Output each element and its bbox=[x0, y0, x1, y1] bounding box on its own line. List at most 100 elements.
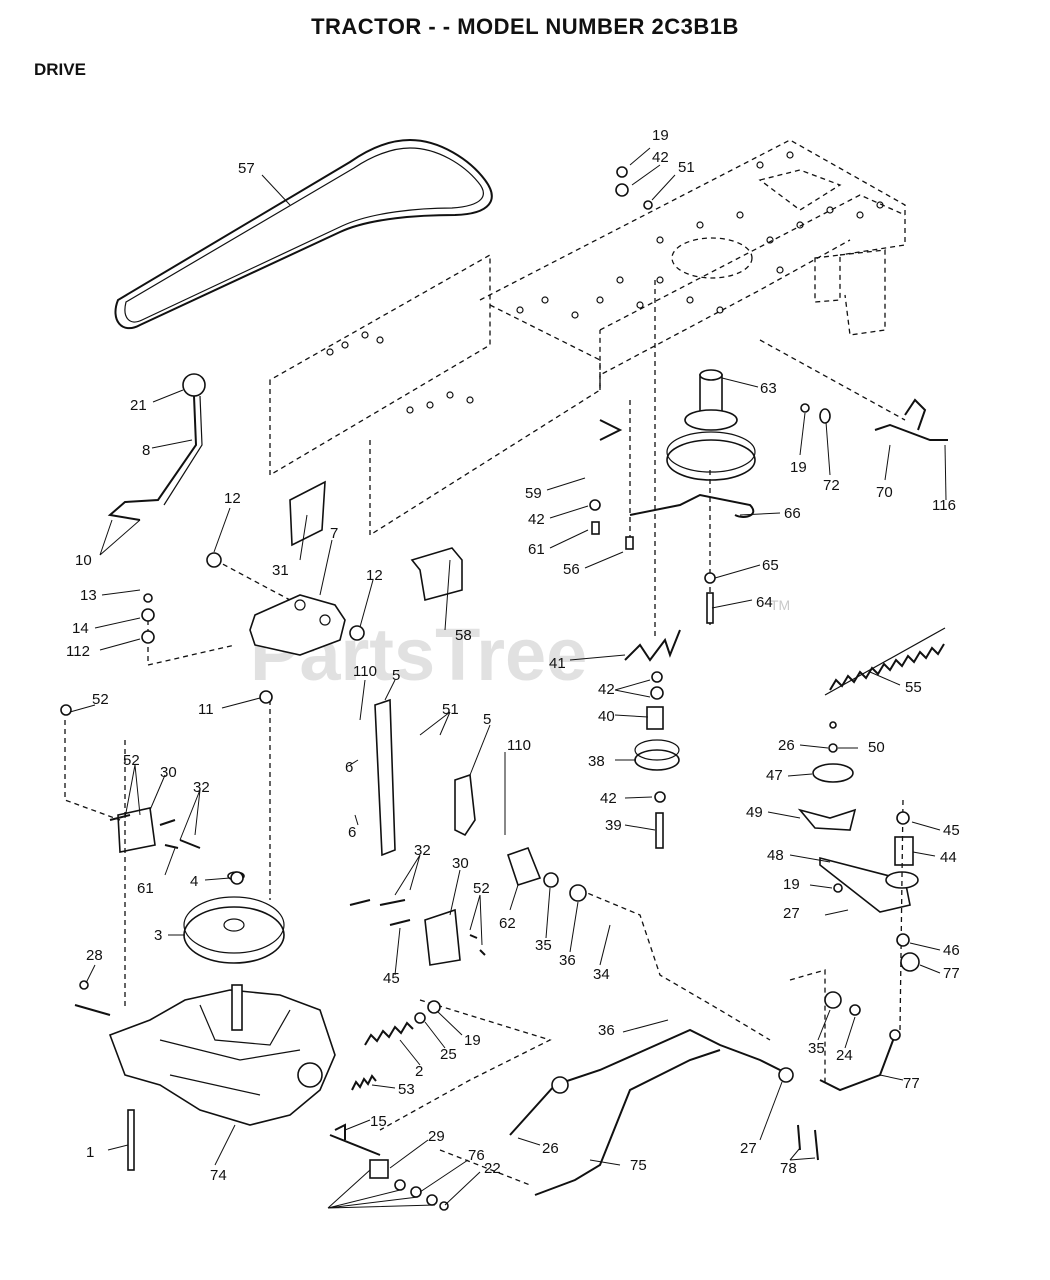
bracket-5-right bbox=[454, 773, 476, 837]
pulley-63 bbox=[666, 369, 756, 481]
callout: 30 bbox=[452, 855, 469, 872]
callout: 27 bbox=[740, 1140, 757, 1157]
callout: 53 bbox=[398, 1081, 415, 1098]
callout: 39 bbox=[605, 817, 622, 834]
callout: 19 bbox=[790, 459, 807, 476]
spring-25 bbox=[364, 1021, 414, 1046]
callout: 12 bbox=[224, 490, 241, 507]
callout: 5 bbox=[392, 667, 400, 684]
callout: 35 bbox=[535, 937, 552, 954]
callout: 27 bbox=[783, 905, 800, 922]
callout: 74 bbox=[210, 1167, 227, 1184]
callout: 42 bbox=[598, 681, 615, 698]
callout: 19 bbox=[652, 127, 669, 144]
callout: 42 bbox=[528, 511, 545, 528]
rod-53 bbox=[819, 1034, 896, 1092]
callout: 61 bbox=[137, 880, 154, 897]
bushing-29 bbox=[551, 1076, 569, 1094]
page-title: TRACTOR - - MODEL NUMBER 2C3B1B bbox=[311, 14, 739, 39]
callout: 72 bbox=[823, 477, 840, 494]
callout: 49 bbox=[746, 804, 763, 821]
callout: 50 bbox=[868, 739, 885, 756]
callout: 77 bbox=[943, 965, 960, 982]
callout: 36 bbox=[559, 952, 576, 969]
plate-30-left bbox=[117, 807, 156, 853]
callout: 7 bbox=[330, 525, 338, 542]
callout: 31 bbox=[272, 562, 289, 579]
spring-41 bbox=[624, 629, 681, 662]
callout: 65 bbox=[762, 557, 779, 574]
callout: 110 bbox=[507, 737, 531, 754]
rod-34 bbox=[579, 889, 771, 1041]
watermark-tm: TM bbox=[770, 597, 790, 613]
callout: 29 bbox=[428, 1128, 445, 1145]
bracket-5-left bbox=[374, 698, 396, 857]
callout: 21 bbox=[130, 397, 147, 414]
callout: 66 bbox=[784, 505, 801, 522]
callout: 34 bbox=[593, 966, 610, 983]
callout: 64 bbox=[756, 594, 773, 611]
callout: 42 bbox=[652, 149, 669, 166]
callout: 26 bbox=[778, 737, 795, 754]
callout: 2 bbox=[415, 1063, 423, 1080]
bracket-58 bbox=[410, 547, 463, 602]
callout: 48 bbox=[767, 847, 784, 864]
callout: 52 bbox=[473, 880, 490, 897]
spring-55 bbox=[824, 627, 946, 696]
callout: 5 bbox=[483, 711, 491, 728]
bracket-31 bbox=[289, 480, 326, 547]
callout: 3 bbox=[154, 927, 162, 944]
callout: 63 bbox=[760, 380, 777, 397]
transaxle-pulley bbox=[183, 871, 285, 964]
callout: 110 bbox=[353, 663, 377, 680]
callout: 22 bbox=[484, 1160, 501, 1177]
callout: 51 bbox=[678, 159, 695, 176]
shaft-62 bbox=[506, 846, 542, 887]
callout: 19 bbox=[783, 876, 800, 893]
callout: 11 bbox=[198, 701, 214, 718]
callout: 32 bbox=[193, 779, 210, 796]
callout: 45 bbox=[943, 822, 960, 839]
callout-labels: 57 19 42 51 63 19 72 70 116 21 8 12 10 3… bbox=[66, 127, 960, 1184]
callout: 41 bbox=[549, 655, 566, 672]
plate-30-mid bbox=[424, 908, 461, 966]
callout: 62 bbox=[499, 915, 516, 932]
callout: 36 bbox=[598, 1022, 615, 1039]
tractor-frame bbox=[269, 139, 906, 537]
pulley-47 bbox=[797, 763, 919, 913]
callout: 112 bbox=[66, 643, 90, 660]
callout: 52 bbox=[92, 691, 109, 708]
callout: 59 bbox=[525, 485, 542, 502]
callout: 30 bbox=[160, 764, 177, 781]
callout: 40 bbox=[598, 708, 615, 725]
callout: 19 bbox=[464, 1032, 481, 1049]
callout: 116 bbox=[932, 497, 956, 514]
callout: 4 bbox=[190, 873, 198, 890]
callout: 76 bbox=[468, 1147, 485, 1164]
callout: 56 bbox=[563, 561, 580, 578]
drive-belt bbox=[114, 138, 493, 330]
callout: 8 bbox=[142, 442, 150, 459]
callout: 14 bbox=[72, 620, 89, 637]
callout: 47 bbox=[766, 767, 783, 784]
callout: 15 bbox=[370, 1113, 387, 1130]
callout: 61 bbox=[528, 541, 545, 558]
assembly-lines bbox=[64, 280, 906, 1186]
callout: 32 bbox=[414, 842, 431, 859]
callout: 13 bbox=[80, 587, 97, 604]
leader-lines bbox=[69, 147, 947, 1209]
callout: 44 bbox=[940, 849, 957, 866]
shift-lever bbox=[107, 373, 206, 521]
rod-22 bbox=[534, 1049, 721, 1196]
callout: 75 bbox=[630, 1157, 647, 1174]
callout: 28 bbox=[86, 947, 103, 964]
rod-70 bbox=[874, 398, 948, 441]
callout: 77 bbox=[903, 1075, 920, 1092]
section-label: DRIVE bbox=[34, 60, 86, 79]
transaxle bbox=[74, 984, 381, 1156]
callout: 70 bbox=[876, 484, 893, 501]
callout: 6 bbox=[348, 824, 356, 841]
callout: 55 bbox=[905, 679, 922, 696]
callout: 58 bbox=[455, 627, 472, 644]
